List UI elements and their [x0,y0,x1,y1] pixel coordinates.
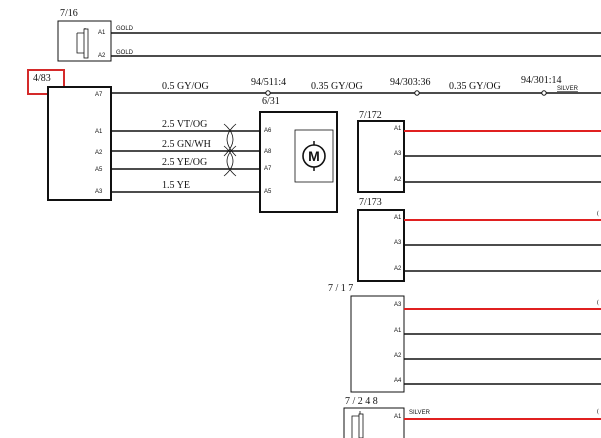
connector-7-248-shield [358,413,364,438]
splice-1[interactable] [265,90,271,96]
pin-a1: A1 [95,129,103,135]
connector-4-83-body [47,86,112,201]
pin-a1: A1 [98,30,106,36]
twisted-pair-1 [223,123,237,157]
silver-label: SILVER [557,86,579,92]
pin-a1: A1 [394,215,402,221]
connector-7-17-label: 7 / 1 7 [328,283,353,294]
clipped-text-1: ( [597,210,599,217]
splice-3-label: 94/301:14 [521,75,562,86]
pin-a5: A5 [95,167,103,173]
pin-a1: A1 [394,328,402,334]
pin-a8: A8 [264,149,272,155]
wire-vt-og-label: 2.5 VT/OG [162,119,207,130]
wire-gn-wh-label: 2.5 GN/WH [162,139,211,150]
pin-a1: A1 [394,414,402,420]
clipped-text-2: ( [597,299,599,306]
pin-a2: A2 [98,53,106,59]
connector-7-173-body [357,209,405,282]
connector-7-16-shield [83,28,89,59]
motor-label: 6/31 [262,96,280,107]
pin-a3: A3 [394,151,402,157]
connector-7-16-label: 7/16 [60,8,78,19]
motor-symbol: M [308,148,320,164]
connector-7-173[interactable]: 7/173 A1 A3 A2 [357,197,405,282]
pin-a7: A7 [95,92,103,98]
pin-a6: A6 [264,128,272,134]
connector-4-83-highlight [27,69,65,95]
seg3-label: 0.35 GY/OG [449,81,501,92]
splice-1-label: 94/511:4 [251,77,286,88]
connector-7-17-body [350,295,405,393]
pin-a4: A4 [394,378,402,384]
connector-7-17[interactable]: 7 / 1 7 A3 A1 A2 A4 [328,283,405,393]
pin-a1: A1 [394,126,402,132]
connector-7-172-label: 7/172 [359,110,382,121]
connector-4-83-label: 4/83 [33,73,51,84]
pin-a3: A3 [394,240,402,246]
wire-a7-label: 0.5 GY/OG [162,81,209,92]
splice-3[interactable] [541,90,547,96]
motor-6-31[interactable]: 6/31 M A6 A8 A7 A5 [259,96,338,213]
clipped-text-3: ( [597,408,599,415]
connector-7-173-label: 7/173 [359,197,382,208]
pin-a7: A7 [264,166,272,172]
pin-a5: A5 [264,189,272,195]
pin-a3: A3 [394,302,402,308]
connector-7-248-bracket [351,411,361,438]
twisted-pair-2 [223,145,237,177]
pin-a2: A2 [95,150,103,156]
connector-7-248-body [343,407,405,438]
splice-2[interactable] [414,90,420,96]
wire-ye-label: 1.5 YE [162,180,190,191]
wire-gold-1-label: GOLD [116,26,134,32]
connector-7-248[interactable]: 7 / 2 4 8 A1 SILVER [343,396,431,438]
silver-wire-label: SILVER [409,410,431,416]
seg2-label: 0.35 GY/OG [311,81,363,92]
wire-ye-og-label: 2.5 YE/OG [162,157,207,168]
pin-a2: A2 [394,266,402,272]
connector-7-172[interactable]: 7/172 A1 A3 A2 [357,110,405,193]
pin-a2: A2 [394,177,402,183]
connector-7-16[interactable]: 7/16 A1 A2 [57,8,112,62]
connector-7-248-label: 7 / 2 4 8 [345,396,378,407]
pin-a3: A3 [95,189,103,195]
splice-2-label: 94/303:36 [390,77,431,88]
connector-4-83[interactable]: 4/83 A7 A1 A2 A5 A3 [27,69,112,201]
pin-a2: A2 [394,353,402,359]
connector-7-172-body [357,120,405,193]
wire-gold-2-label: GOLD [116,50,134,56]
